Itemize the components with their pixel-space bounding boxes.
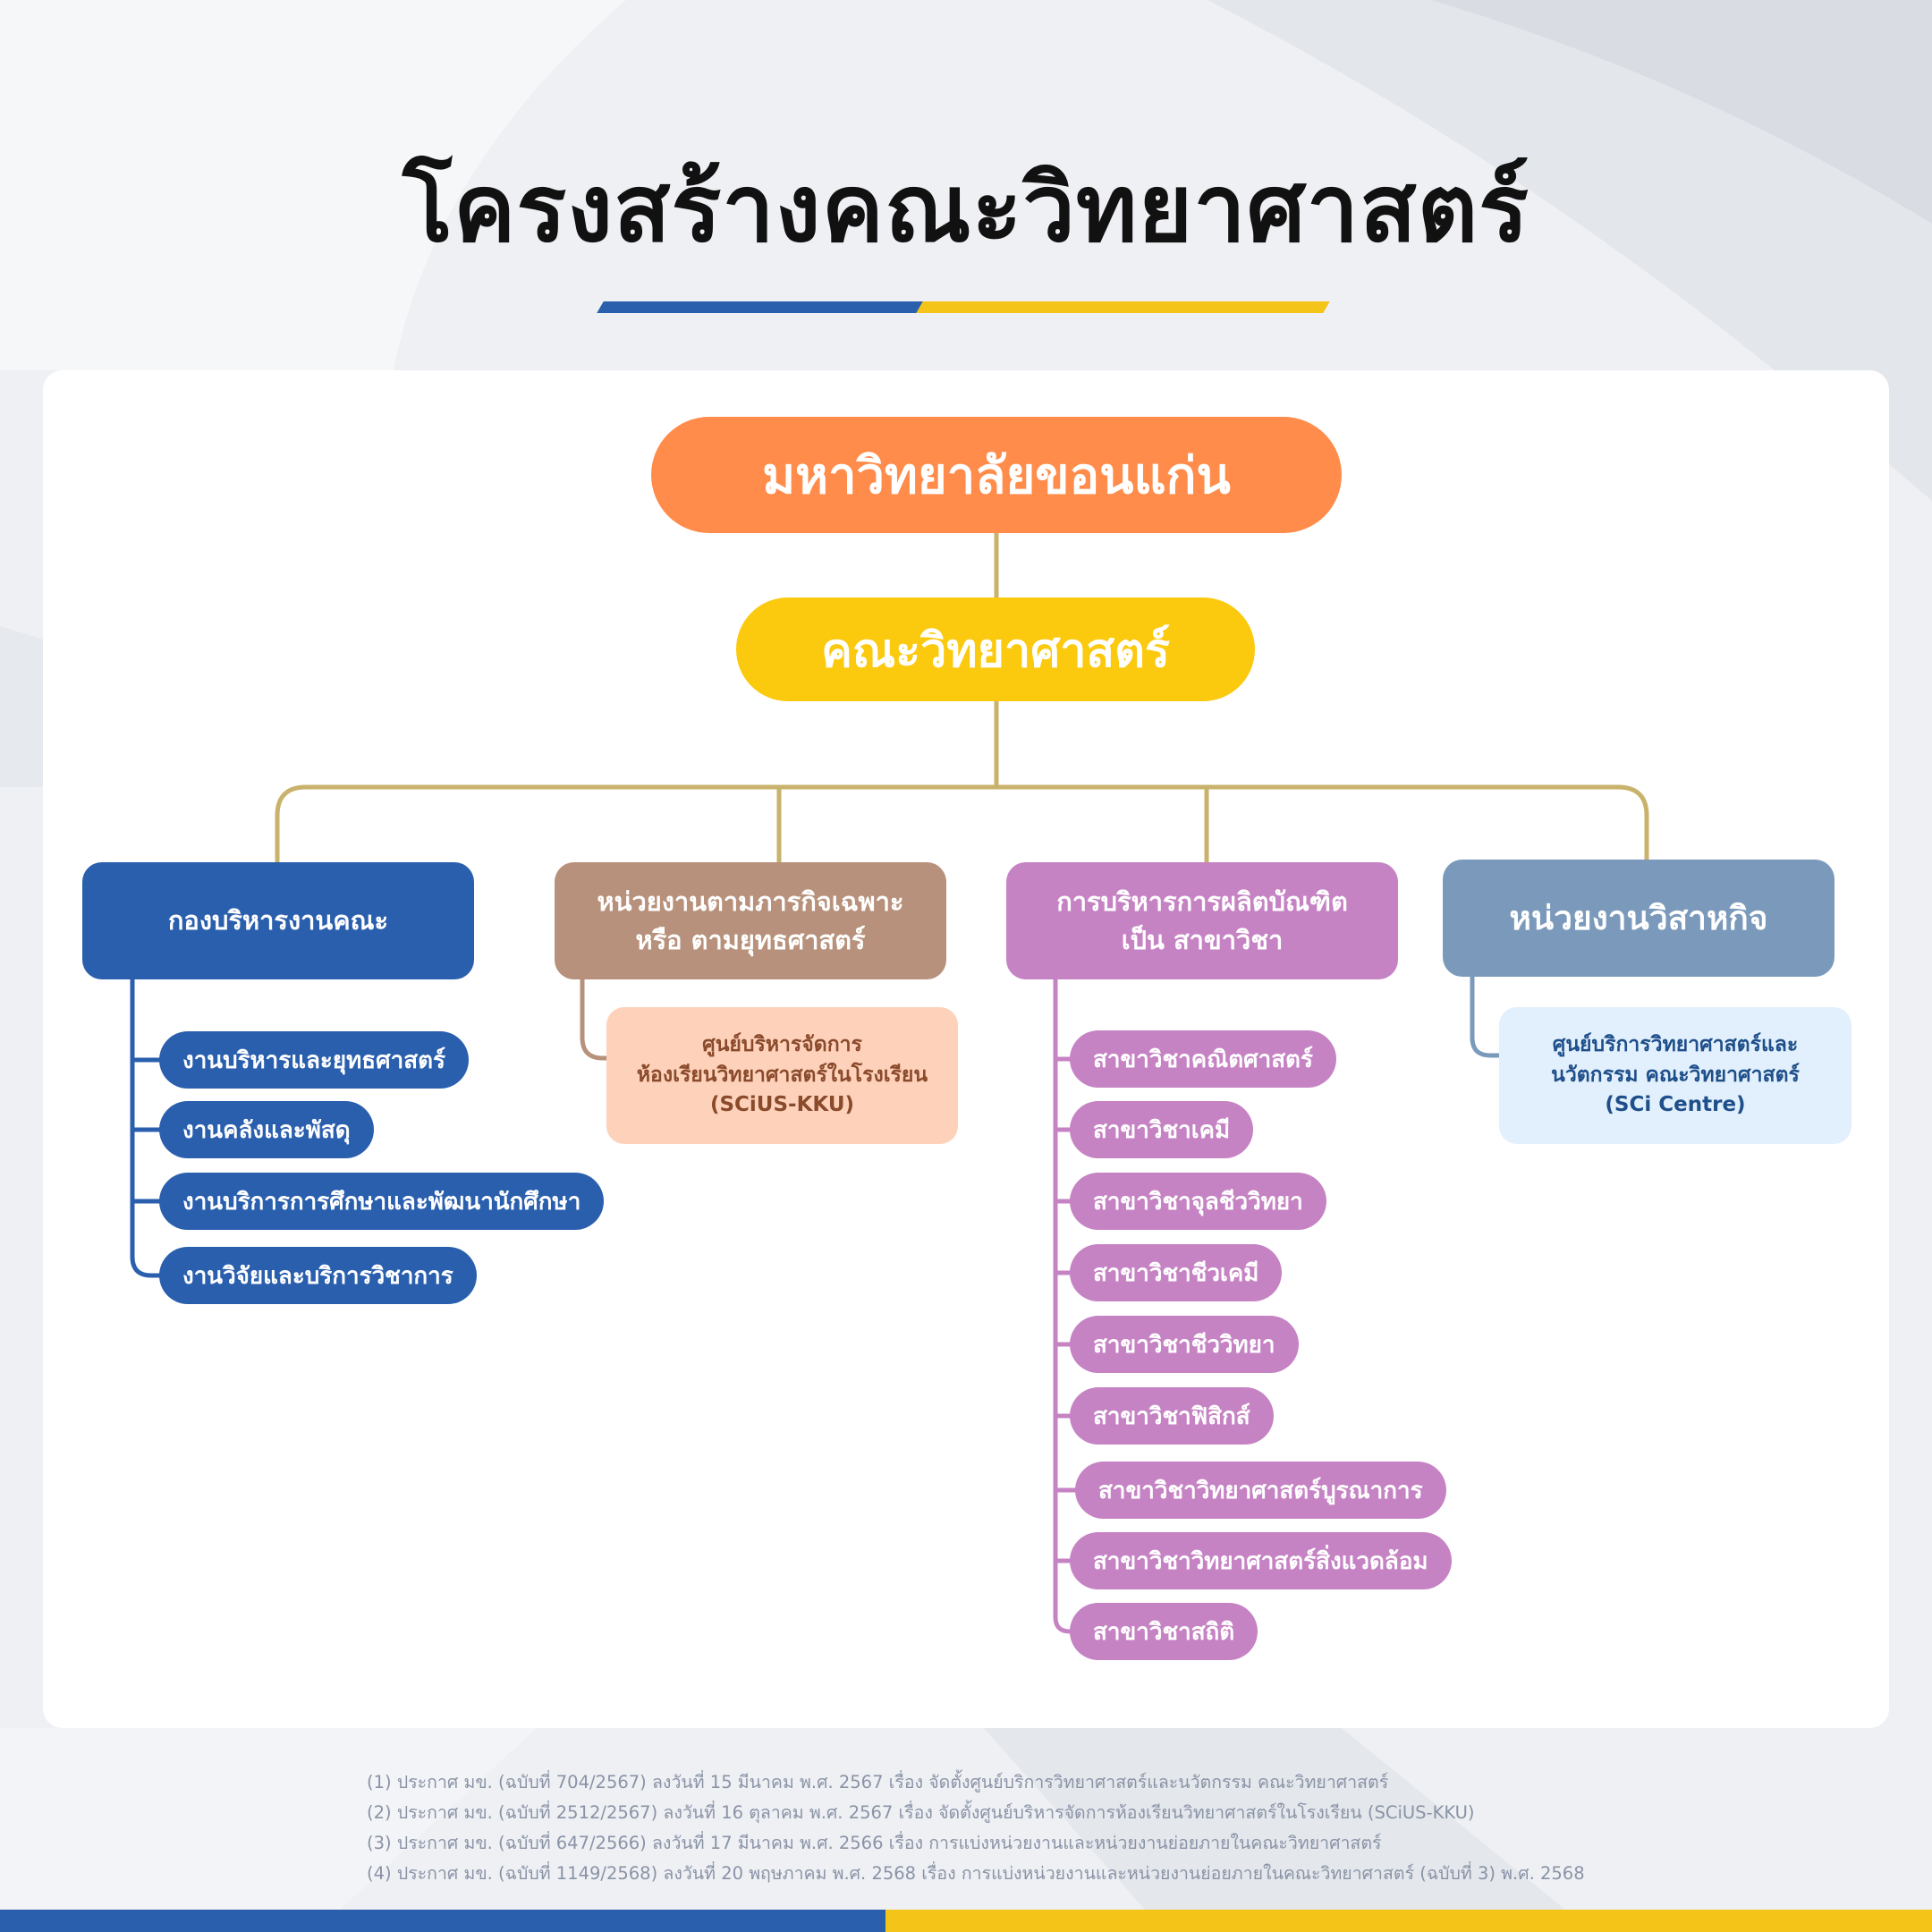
branch-mission-title-line1: หน่วยงานตามภารกิจเฉพาะ [597,886,904,918]
sub-sci-centre-line1: ศูนย์บริการวิทยาศาสตร์และ [1552,1033,1799,1057]
page-title: โครงสร้างคณะวิทยาศาสตร์ [402,154,1530,263]
branch-academic-title-line2: เป็น สาขาวิชา [1121,924,1284,955]
footnote-4: (4) ประกาศ มข. (ฉบับที่ 1149/2568) ลงวัน… [367,1863,1585,1884]
sub-sci-centre-line2: นวัตกรรม คณะวิทยาศาสตร์ [1551,1063,1800,1087]
sub-scius-line3: (SCiUS-KKU) [709,1093,855,1117]
unit-administration-strategy: งานบริหารและยุทธศาสตร์ [159,1031,469,1089]
branch-academic-departments: การบริหารการผลิตบัณฑิต เป็น สาขาวิชา [1006,862,1398,979]
sub-scius-line1: ศูนย์บริหารจัดการ [702,1033,862,1057]
branch-enterprise-units: หน่วยงานวิสาหกิจ [1443,860,1835,977]
footnote-1: (1) ประกาศ มข. (ฉบับที่ 704/2567) ลงวันท… [367,1772,1389,1792]
dept-biochemistry: สาขาวิชาชีวเคมี [1070,1244,1283,1301]
sub-sci-centre: ศูนย์บริการวิทยาศาสตร์และ นวัตกรรม คณะวิ… [1499,1007,1852,1144]
faculty-of-science-node: คณะวิทยาศาสตร์ [736,597,1255,701]
footnote-2: (2) ประกาศ มข. (ฉบับที่ 2512/2567) ลงวัน… [367,1802,1475,1823]
dept-microbiology: สาขาวิชาจุลชีววิทยา [1070,1173,1326,1230]
sub-sci-centre-line3: (SCi Centre) [1605,1093,1746,1117]
branch-faculty-administration: กองบริหารงานคณะ [82,862,474,979]
sub-scius-line2: ห้องเรียนวิทยาศาสตร์ในโรงเรียน [636,1063,928,1087]
footnote-3: (3) ประกาศ มข. (ฉบับที่ 647/2566) ลงวันท… [367,1833,1382,1853]
branch-mission-units: หน่วยงานตามภารกิจเฉพาะ หรือ ตามยุทธศาสตร… [555,862,946,979]
dept-physics: สาขาวิชาฟิสิกส์ [1070,1387,1274,1445]
unit-research-academic-services: งานวิจัยและบริการวิชาการ [159,1247,477,1304]
branch-academic-title-line1: การบริหารการผลิตบัณฑิต [1056,886,1348,918]
title-underline [597,301,1330,313]
dept-statistics: สาขาวิชาสถิติ [1070,1603,1258,1660]
dept-mathematics: สาขาวิชาคณิตศาสตร์ [1070,1030,1336,1088]
dept-chemistry: สาขาวิชาเคมี [1070,1101,1254,1158]
branch-mission-title-line2: หรือ ตามยุทธศาสตร์ [635,924,866,955]
bottom-brand-bar [0,1910,1932,1932]
sub-scius-kku-center: ศูนย์บริหารจัดการ ห้องเรียนวิทยาศาสตร์ใน… [606,1007,958,1144]
dept-biology: สาขาวิชาชีววิทยา [1070,1316,1299,1373]
unit-education-student-development: งานบริการการศึกษาและพัฒนานักศึกษา [159,1173,605,1230]
unit-finance-procurement: งานคลังและพัสดุ [159,1101,374,1158]
dept-environmental-science: สาขาวิชาวิทยาศาสตร์สิ่งแวดล้อม [1070,1532,1452,1589]
footnotes: (1) ประกาศ มข. (ฉบับที่ 704/2567) ลงวันท… [367,1767,1585,1889]
dept-integrated-science: สาขาวิชาวิทยาศาสตร์บูรณาการ [1075,1462,1446,1519]
root-node-khon-kaen-university: มหาวิทยาลัยขอนแก่น [651,417,1342,533]
